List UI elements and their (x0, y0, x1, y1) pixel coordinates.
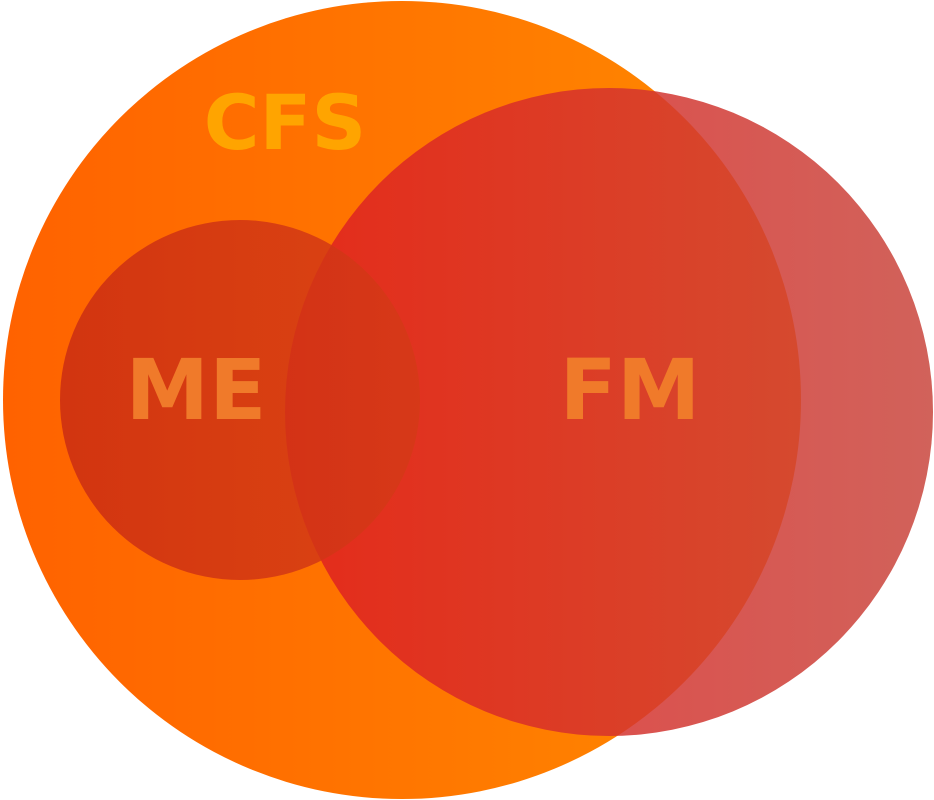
fm-label: FM (560, 341, 701, 439)
fm-circle (285, 88, 933, 736)
me-label: ME (126, 341, 267, 439)
me-circle (60, 220, 420, 580)
cfs-label: CFS (204, 78, 366, 167)
